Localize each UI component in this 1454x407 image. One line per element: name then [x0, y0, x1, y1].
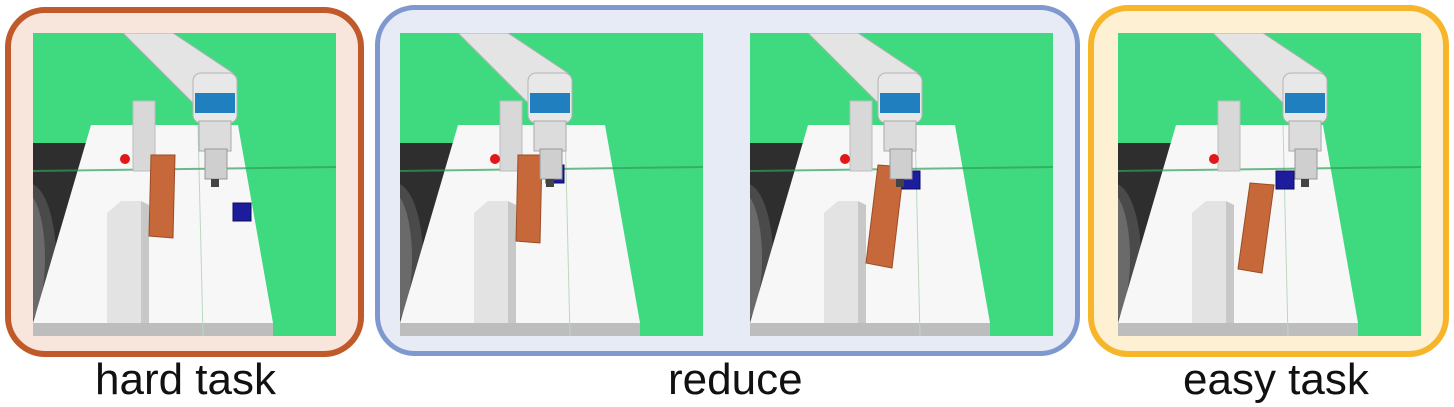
reduce-scene-2 — [750, 33, 1053, 336]
robot-arm-icon — [122, 33, 238, 187]
wall — [474, 201, 508, 323]
easy-task-caption: easy task — [1183, 355, 1369, 404]
robot-arm-icon — [1212, 33, 1328, 187]
back-block — [132, 100, 156, 172]
target-dot-icon — [840, 154, 850, 164]
easy-task-scene — [1118, 33, 1421, 336]
robot-arm-icon — [457, 33, 573, 187]
wall — [824, 201, 858, 323]
target-dot-icon — [1209, 154, 1219, 164]
target-dot-icon — [120, 154, 130, 164]
table — [750, 125, 990, 323]
goal-cube-icon — [1275, 170, 1295, 190]
goal-cube-icon — [232, 202, 252, 222]
back-block — [499, 100, 523, 172]
back-block — [849, 100, 873, 172]
hard-task-caption: hard task — [95, 355, 276, 404]
wall — [107, 201, 141, 323]
reduce-caption: reduce — [668, 355, 803, 404]
brick-icon — [148, 154, 176, 239]
robot-arm-icon — [807, 33, 923, 187]
target-dot-icon — [490, 154, 500, 164]
reduce-scene-1 — [400, 33, 703, 336]
hard-task-scene — [33, 33, 336, 336]
brick-icon — [515, 154, 543, 244]
wall — [1192, 201, 1226, 323]
back-block — [1217, 100, 1241, 172]
brick-icon — [1237, 182, 1275, 274]
